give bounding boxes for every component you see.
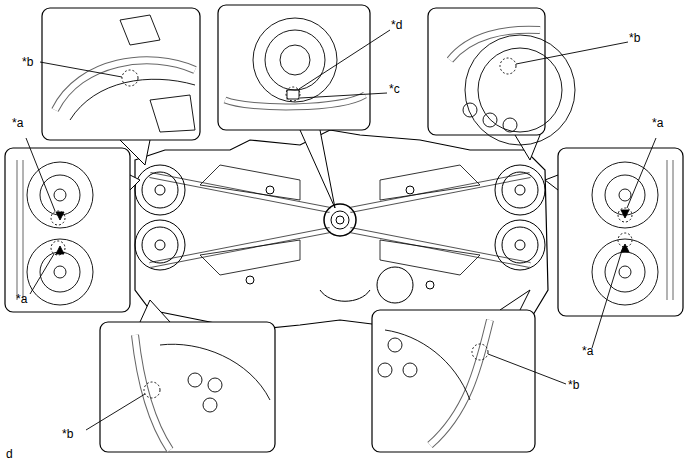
figure-code: d	[6, 447, 13, 461]
panel-details	[20, 15, 670, 450]
callout-label: *c	[389, 82, 400, 96]
leader-lines	[26, 30, 656, 430]
callout-label: *a	[582, 344, 593, 358]
callout-label: *b	[568, 378, 579, 392]
callout-label: *a	[652, 116, 663, 130]
callout-label: *a	[16, 292, 27, 306]
callout-label: *d	[391, 18, 402, 32]
engine-block	[135, 130, 548, 330]
detail-panels	[5, 5, 683, 452]
callout-label: *b	[629, 31, 640, 45]
callout-label: *a	[12, 116, 23, 130]
callout-pointers	[120, 130, 558, 322]
callout-label: *b	[62, 427, 73, 441]
callout-label: *b	[22, 55, 33, 69]
